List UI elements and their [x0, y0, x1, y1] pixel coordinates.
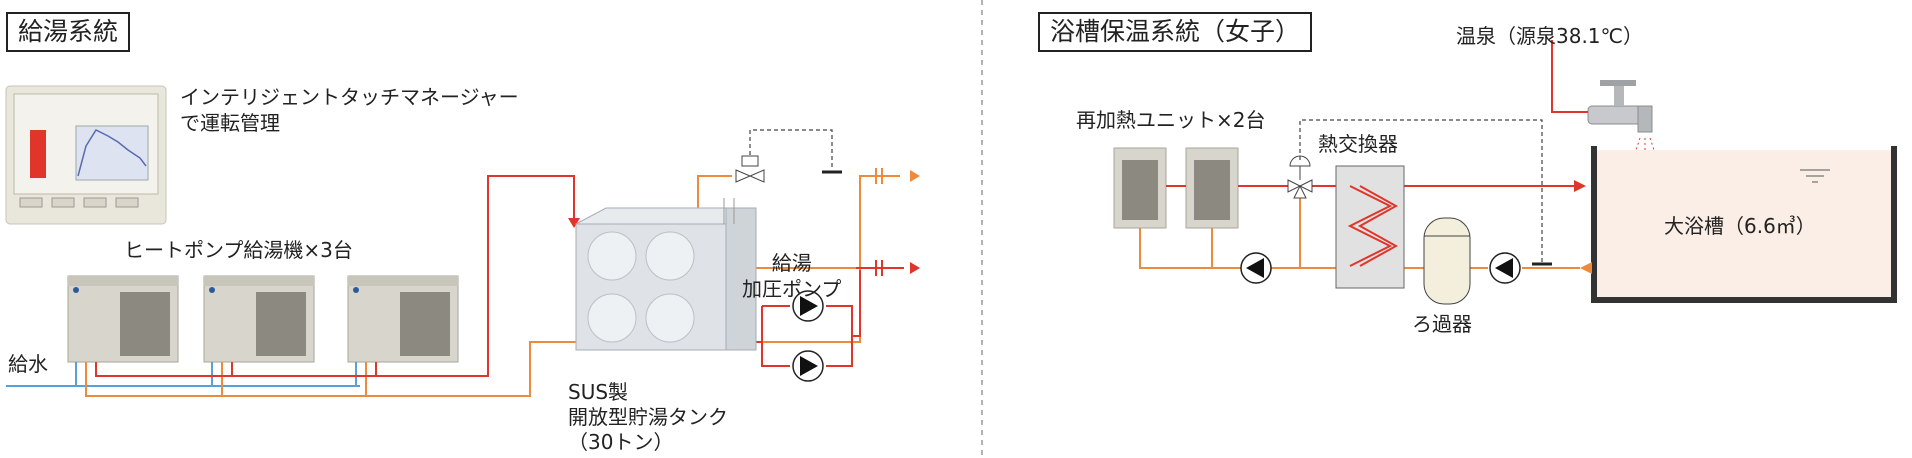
hot-spring-faucet [1587, 80, 1655, 154]
booster-pump-label: 給湯 加圧ポンプ [742, 251, 842, 301]
arrow-out-1 [910, 170, 920, 182]
circulation-pump-right-2 [1489, 252, 1521, 284]
touch-manager-icon [5, 85, 167, 225]
circulation-pump-right-1 [1240, 252, 1272, 284]
reheat-unit-2 [1185, 147, 1239, 229]
three-way-valve [1287, 155, 1313, 199]
heat-pump-unit-3 [347, 275, 459, 363]
hot-spring-label: 温泉（源泉38.1℃） [1456, 24, 1643, 48]
filter-tank [1423, 217, 1471, 305]
water-supply-label: 給水 [8, 352, 48, 376]
heat-pump-unit-2 [203, 275, 315, 363]
storage-tank [575, 198, 757, 351]
arrow-out-2 [910, 262, 920, 274]
motor-valve-left [735, 155, 765, 183]
control-line-left [749, 129, 833, 170]
bath-label: 大浴槽（6.6㎥） [1664, 214, 1816, 238]
heat-exchanger [1335, 165, 1405, 289]
heat-pump-label: ヒートポンプ給湯機×3台 [124, 238, 353, 262]
warm-lines-left [85, 175, 904, 397]
left-panel-title: 給湯系統 [6, 12, 131, 52]
booster-pump-2 [792, 350, 824, 382]
arrow-from-bath [1580, 262, 1592, 274]
arrow-into-bath [1574, 180, 1586, 192]
reheat-unit-label: 再加熱ユニット×2台 [1076, 108, 1266, 132]
cold-water-lines [6, 362, 360, 387]
bath-tub [1591, 146, 1897, 303]
control-line-right [1299, 119, 1543, 262]
arrow-into-tank [568, 218, 580, 228]
hot-spring-line [1551, 40, 1588, 113]
heat-exchanger-label: 熱交換器 [1318, 132, 1398, 156]
heat-pump-unit-1 [67, 275, 179, 363]
booster-pump-1 [792, 290, 824, 322]
right-panel-title: 浴槽保温系統（女子） [1038, 12, 1313, 52]
touch-manager-label: インテリジェントタッチマネージャー で運転管理 [180, 85, 519, 135]
filter-label: ろ過器 [1412, 312, 1472, 336]
reheat-unit-1 [1113, 147, 1167, 229]
warm-lines-right [1139, 198, 1580, 269]
tank-label: SUS製 開放型貯湯タンク （30トン） [568, 380, 728, 454]
